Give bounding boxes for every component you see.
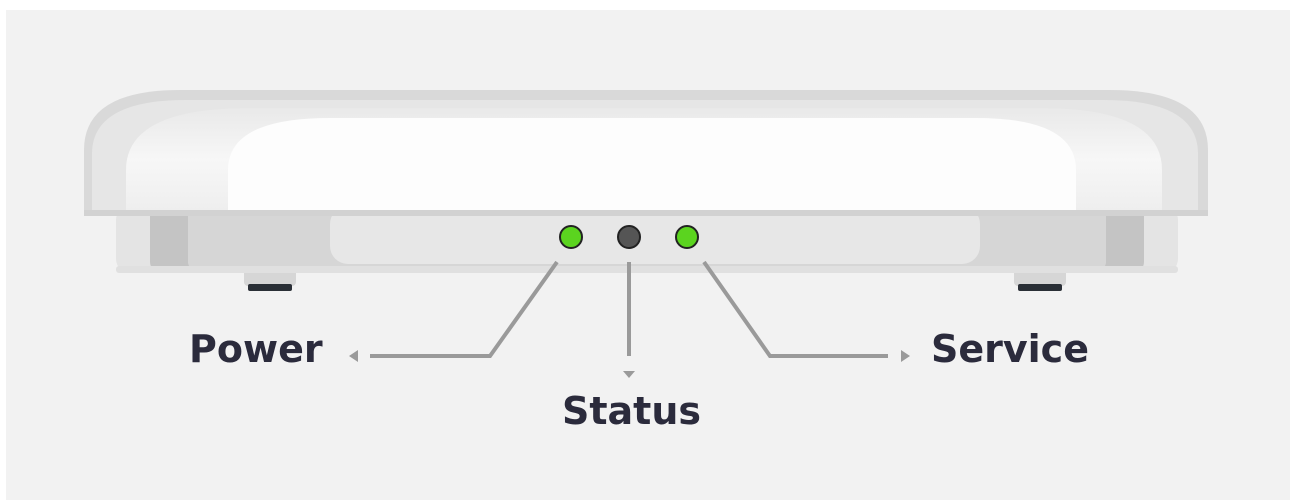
service-label: Service <box>931 327 1089 371</box>
status-leader-line <box>623 262 635 378</box>
status-led <box>617 225 641 249</box>
power-led <box>559 225 583 249</box>
service-arrow-icon <box>901 350 910 362</box>
service-led <box>675 225 699 249</box>
status-label: Status <box>562 389 702 433</box>
status-arrow-icon <box>623 371 635 378</box>
power-label: Power <box>189 327 323 371</box>
device-cover <box>84 90 1208 216</box>
power-arrow-icon <box>349 350 358 362</box>
device-base <box>116 206 1178 273</box>
power-leader-line <box>349 260 559 362</box>
service-leader-line <box>702 260 910 362</box>
